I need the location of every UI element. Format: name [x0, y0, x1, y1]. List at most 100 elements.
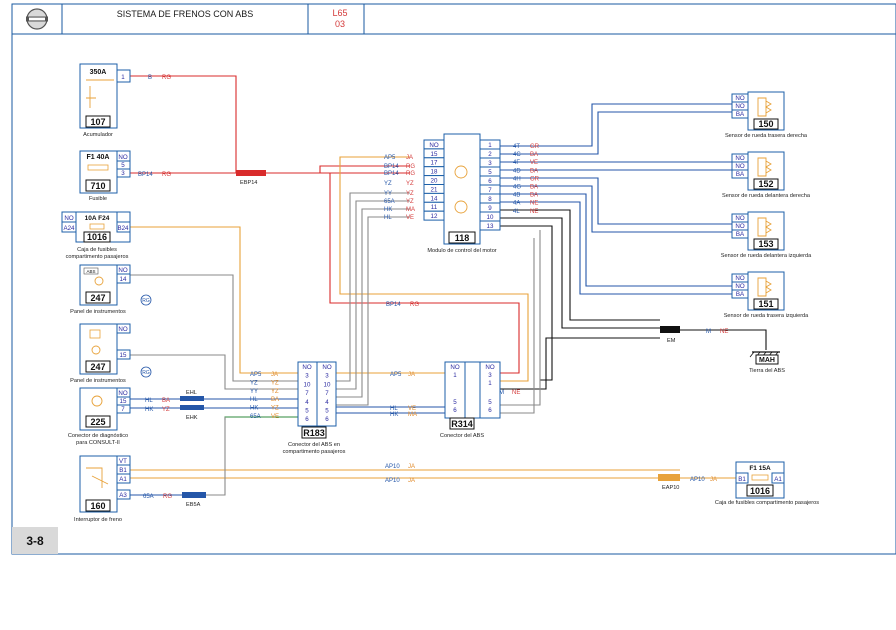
c183-pin-right: NO — [322, 364, 331, 371]
svg-text:160: 160 — [90, 501, 105, 511]
wire-color: RG — [162, 172, 171, 178]
wire-code: 4F — [513, 160, 520, 166]
svg-text:1016: 1016 — [87, 232, 107, 242]
gauge-icon — [89, 329, 101, 339]
wire-code: HK — [384, 207, 392, 213]
svg-text:Conector del ABS: Conector del ABS — [440, 433, 484, 439]
wire-code: B — [148, 75, 152, 81]
wire-color: JA — [408, 464, 415, 470]
svg-text:225: 225 — [90, 417, 105, 427]
sensor-pin: NO — [735, 223, 744, 230]
svg-text:B1: B1 — [119, 467, 127, 474]
wire-s150-b — [490, 111, 736, 155]
ecu-pin-left: 11 — [431, 204, 438, 211]
svg-text:EAP10: EAP10 — [662, 485, 679, 491]
svg-text:Conector del ABS en: Conector del ABS en — [288, 442, 340, 448]
ecu-pin-left: 17 — [431, 160, 438, 167]
component-710-fuse: NO 5 3 F1 40A 710 Fusible — [79, 150, 131, 202]
ecu-pin-right: 2 — [488, 151, 492, 158]
ecu-pin-left: 12 — [431, 213, 438, 220]
component-1016-fusebox: NO A24 B24 10A F24 1016 Caja de fusibles… — [61, 211, 131, 260]
wire-color: YZ — [271, 406, 279, 412]
wire-b24-orange — [130, 226, 298, 374]
wire-color: BA — [530, 193, 538, 199]
wire-code: YZ — [250, 380, 258, 386]
wire-code: M — [706, 329, 711, 335]
wire-code: YZ — [384, 181, 392, 187]
c183-pin-right: 5 — [325, 408, 329, 415]
wire-code: AP5 — [384, 155, 396, 161]
wire-color: JA — [408, 372, 415, 378]
ecu-pin-right: 6 — [488, 178, 492, 185]
switch-icon — [86, 467, 109, 488]
svg-text:3: 3 — [121, 170, 125, 177]
ecu-pin-left: 14 — [431, 195, 438, 202]
sensor-coil-icon — [757, 97, 772, 117]
sensor-pin: NO — [735, 155, 744, 162]
ecu-pin-right: 10 — [487, 214, 494, 221]
sensor-coil-icon — [757, 217, 772, 237]
svg-text:RG: RG — [142, 298, 150, 304]
svg-text:EBP14: EBP14 — [240, 180, 257, 186]
sensor-pin: BA — [736, 231, 745, 238]
splice-em: EM — [660, 326, 680, 344]
component-118-engine-control-module: 118 Modulo de control del motor NO151718… — [423, 133, 501, 254]
svg-text:Interruptor de freno: Interruptor de freno — [74, 517, 122, 523]
wire-code: 4T — [513, 144, 520, 150]
wire-color: YZ — [271, 389, 279, 395]
wire-code: HK — [145, 407, 153, 413]
c314-pin-right: 3 — [488, 372, 492, 379]
wire-code: BP14 — [386, 302, 401, 308]
wire-code: BP14 — [384, 171, 399, 177]
splice-ebp14: EBP14 — [236, 170, 266, 186]
page-title: SISTEMA DE FRENOS CON ABS — [117, 9, 254, 19]
sensor-pin: NO — [735, 103, 744, 110]
wire-color: YZ — [271, 380, 279, 386]
wire-color: BA — [162, 398, 170, 404]
svg-text:Modulo de control del motor: Modulo de control del motor — [427, 248, 496, 254]
c183-pin-left: 4 — [305, 399, 309, 406]
wire-s151-b — [490, 201, 736, 295]
wire-code: HL — [250, 397, 258, 403]
wire-color: RG — [406, 164, 415, 170]
lamp-icon — [91, 345, 101, 355]
svg-text:EM: EM — [667, 338, 676, 344]
svg-text:7: 7 — [121, 406, 125, 413]
wire-color: NE — [530, 201, 538, 207]
sensor-number: 151 — [758, 299, 773, 309]
svg-text:10A F24: 10A F24 — [85, 215, 110, 222]
wire-code: BP14 — [138, 172, 153, 178]
component-247-instrument-panel-b: NO 15 247 Panel de instrumentos — [70, 323, 131, 384]
svg-text:247: 247 — [90, 293, 105, 303]
c183-pin-left: 10 — [304, 381, 311, 388]
svg-text:compartimento pasajeros: compartimento pasajeros — [66, 254, 129, 260]
c314-pin-right: 1 — [488, 380, 492, 387]
svg-text:VT: VT — [119, 458, 127, 465]
wire-code: 65A — [384, 199, 395, 205]
sensor-label: Sensor de rueda delantera derecha — [722, 193, 811, 199]
wire-color: YZ — [162, 407, 170, 413]
wire-code: HL — [390, 406, 398, 412]
svg-text:118: 118 — [455, 233, 470, 243]
wire-gnd-a — [490, 209, 660, 321]
sensor-label: Sensor de rueda trasera derecha — [725, 133, 808, 139]
wire-code: AP10 — [385, 464, 400, 470]
svg-text:MAH: MAH — [759, 357, 775, 364]
c183-pin-left: 7 — [305, 390, 309, 397]
wire-color: BA — [530, 185, 538, 191]
wire-panel14 — [130, 274, 298, 382]
svg-text:Panel de instrumentos: Panel de instrumentos — [70, 309, 126, 315]
wire-gnd-main — [680, 329, 767, 350]
svg-text:1: 1 — [121, 74, 125, 81]
sensor-number: 153 — [758, 239, 773, 249]
lamp-icon — [94, 276, 104, 286]
wire-hk-ecu — [336, 216, 410, 406]
